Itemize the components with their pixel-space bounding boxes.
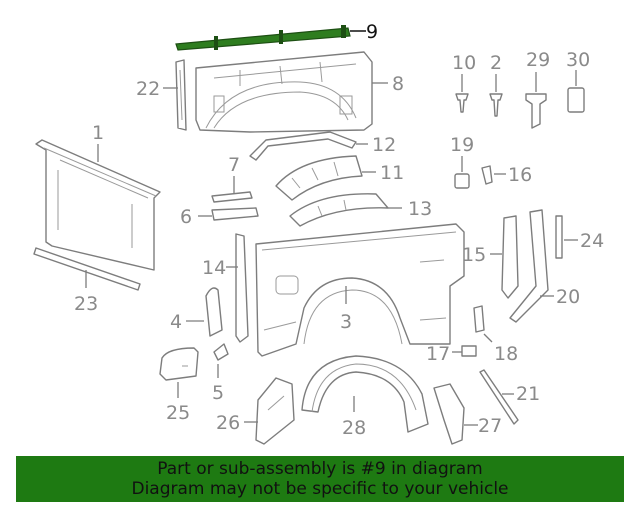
callout-12[interactable]: 12 — [372, 134, 396, 156]
callout-19[interactable]: 19 — [450, 134, 474, 156]
callout-1[interactable]: 1 — [92, 122, 104, 144]
callout-26[interactable]: 26 — [216, 412, 240, 434]
callout-21[interactable]: 21 — [516, 383, 540, 405]
callout-27[interactable]: 27 — [478, 415, 502, 437]
banner-line-2: Diagram may not be specific to your vehi… — [131, 479, 509, 499]
part-29-clip[interactable] — [525, 93, 547, 129]
part-24-strip[interactable] — [555, 215, 563, 259]
part-20-pillar[interactable] — [509, 209, 549, 323]
callout-18[interactable]: 18 — [494, 343, 518, 365]
callout-11[interactable]: 11 — [380, 162, 404, 184]
callout-16[interactable]: 16 — [508, 164, 532, 186]
part-18-bracket[interactable] — [473, 305, 485, 333]
part-17-clip[interactable] — [461, 345, 477, 357]
part-19-plug[interactable] — [454, 173, 470, 189]
leader-18 — [483, 333, 493, 343]
part-7-bracket[interactable] — [211, 191, 253, 203]
part-9-rail[interactable] — [175, 25, 351, 51]
part-3-bed-side[interactable] — [255, 223, 465, 357]
part-28-wheelhouse[interactable] — [301, 355, 429, 433]
part-26-bracket[interactable] — [255, 377, 295, 445]
banner-line-1: Part or sub-assembly is #9 in diagram — [157, 459, 483, 479]
callout-3[interactable]: 3 — [340, 311, 352, 333]
callout-8[interactable]: 8 — [392, 73, 404, 95]
callout-29[interactable]: 29 — [526, 49, 550, 71]
part-6-bracket[interactable] — [211, 207, 259, 221]
callout-23[interactable]: 23 — [74, 293, 98, 315]
callout-15[interactable]: 15 — [462, 244, 486, 266]
callout-17[interactable]: 17 — [426, 343, 450, 365]
part-11-wheelhouse-trim[interactable] — [275, 155, 363, 201]
part-12-rail[interactable] — [249, 131, 357, 161]
part-10-pin[interactable] — [455, 93, 469, 113]
callout-5[interactable]: 5 — [212, 382, 224, 404]
callout-2[interactable]: 2 — [490, 52, 502, 74]
part-23-sill[interactable] — [33, 247, 141, 291]
callout-22[interactable]: 22 — [136, 78, 160, 100]
part-27-bracket[interactable] — [433, 383, 465, 445]
part-5-clip[interactable] — [213, 343, 229, 361]
part-info-banner: Part or sub-assembly is #9 in diagram Di… — [16, 456, 624, 502]
part-30-plug[interactable] — [567, 87, 585, 113]
part-13-wheelhouse-trim[interactable] — [289, 193, 389, 227]
callout-7[interactable]: 7 — [228, 154, 240, 176]
part-14-pillar[interactable] — [235, 233, 249, 343]
part-15-pillar[interactable] — [501, 215, 519, 299]
callout-4[interactable]: 4 — [170, 311, 182, 333]
callout-30[interactable]: 30 — [566, 49, 590, 71]
part-25-fuel-door[interactable] — [159, 347, 199, 381]
part-22-bracket[interactable] — [175, 59, 187, 131]
callout-6[interactable]: 6 — [180, 206, 192, 228]
part-2-screw[interactable] — [489, 93, 503, 117]
callout-20[interactable]: 20 — [556, 286, 580, 308]
callout-28[interactable]: 28 — [342, 417, 366, 439]
callout-14[interactable]: 14 — [202, 257, 226, 279]
callout-24[interactable]: 24 — [580, 230, 604, 252]
part-4-bracket[interactable] — [205, 287, 223, 337]
part-8-front-panel[interactable] — [195, 51, 373, 133]
callout-25[interactable]: 25 — [166, 402, 190, 424]
part-16-clip[interactable] — [481, 165, 493, 185]
callout-9[interactable]: 9 — [366, 21, 378, 43]
part-1-side-panel[interactable] — [35, 139, 161, 271]
callout-13[interactable]: 13 — [408, 198, 432, 220]
part-21-strip[interactable] — [479, 369, 519, 425]
callout-10[interactable]: 10 — [452, 52, 476, 74]
